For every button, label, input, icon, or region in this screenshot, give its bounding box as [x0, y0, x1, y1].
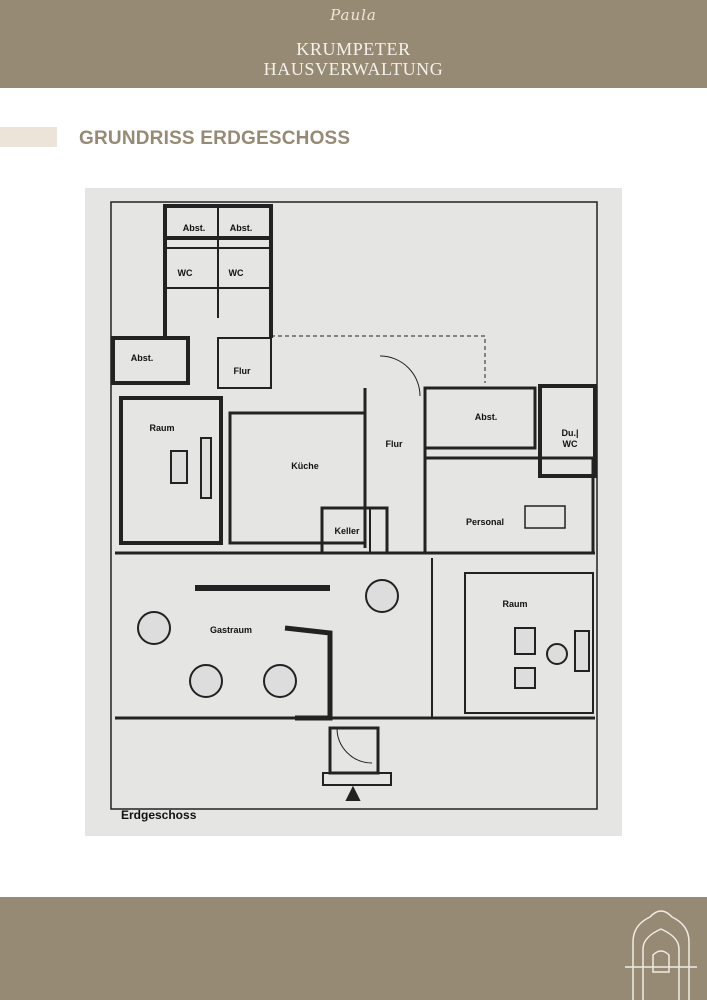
floorplan-drawing	[110, 201, 598, 810]
room-label: Raum	[502, 599, 528, 609]
footer-banner	[0, 897, 707, 1000]
brand-name: KRUMPETER	[296, 39, 411, 59]
room-label: Abst.	[229, 223, 253, 233]
room-label: Küche	[291, 461, 319, 471]
page-title: GRUNDRISS ERDGESCHOSS	[79, 128, 351, 149]
room-label: Keller	[334, 526, 360, 536]
room-label: WC	[177, 268, 193, 278]
room-label: Gastraum	[209, 625, 253, 635]
title-accent-bar	[0, 127, 57, 147]
room-label: Flur	[233, 366, 251, 376]
room-label: Personal	[465, 517, 505, 527]
room-label: Abst.	[182, 223, 206, 233]
signature-logo: Paula	[330, 6, 377, 24]
room-label: Raum	[149, 423, 175, 433]
room-label: Flur	[385, 439, 403, 449]
floorplan-image: Abst. Abst. WC WC Abst. Flur Raum Küche …	[85, 188, 622, 836]
room-label: WC	[228, 268, 244, 278]
room-label: WC	[562, 439, 578, 449]
room-label: Abst.	[474, 412, 498, 422]
header-banner: Paula KRUMPETER HAUSVERWALTUNG	[0, 0, 707, 88]
building-outline-logo	[625, 910, 697, 1000]
room-label: Abst.	[130, 353, 154, 363]
brand-subtitle: HAUSVERWALTUNG	[263, 59, 444, 79]
floor-label: Erdgeschoss	[121, 808, 197, 822]
room-label: Du.|	[561, 428, 579, 438]
